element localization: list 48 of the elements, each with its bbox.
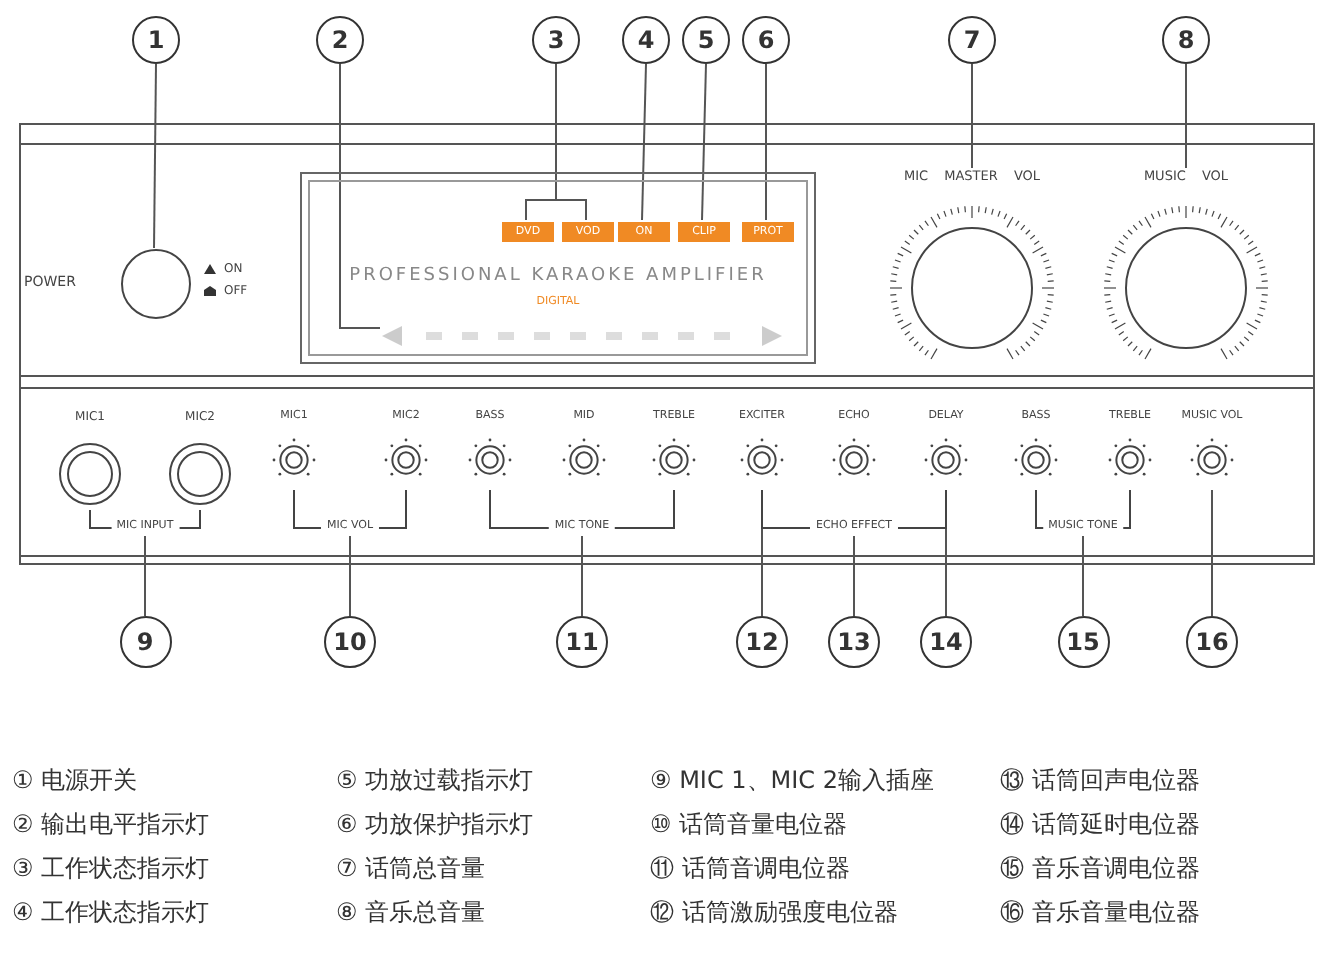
callout-key-item: ⑮ 音乐音调电位器	[1000, 852, 1200, 886]
leader-line	[555, 63, 587, 221]
callout-key-item: ⑦ 话筒总音量	[336, 852, 486, 886]
callout-key-item: ③ 工作状态指示灯	[12, 852, 210, 886]
leader-line	[581, 535, 583, 617]
leader-line	[1082, 535, 1084, 617]
callout-number: 7	[948, 16, 996, 64]
callout-key-item: ⑩ 话筒音量电位器	[650, 808, 848, 842]
callout-key-item: ④ 工作状态指示灯	[12, 896, 210, 930]
callout-key-item: ⑥ 功放保护指示灯	[336, 808, 534, 842]
callout-number: 5	[682, 16, 730, 64]
callout-key-item: ⑫ 话筒激励强度电位器	[650, 896, 898, 930]
leader-line	[765, 63, 767, 221]
callout-number: 14	[920, 616, 972, 668]
callout-number: 6	[742, 16, 790, 64]
callout-key-item: ⑭ 话筒延时电位器	[1000, 808, 1200, 842]
leader-line	[339, 63, 381, 329]
callout-key-item: ① 电源开关	[12, 764, 138, 798]
leader-line	[144, 535, 146, 617]
callout-number: 13	[828, 616, 880, 668]
display-text: PROFESSIONAL KARAOKE AMPLIFIER	[347, 266, 769, 286]
display-window	[300, 172, 816, 364]
callout-key-item: ⑯ 音乐音量电位器	[1000, 896, 1200, 930]
callout-number: 10	[324, 616, 376, 668]
callout-key-item: ⑤ 功放过载指示灯	[336, 764, 534, 798]
leader-line	[641, 63, 647, 221]
callout-number: 16	[1186, 616, 1238, 668]
callout-number: 4	[622, 16, 670, 64]
callout-key-item: ② 输出电平指示灯	[12, 808, 210, 842]
leader-line	[153, 63, 157, 249]
callout-key-item: ⑬ 话筒回声电位器	[1000, 764, 1200, 798]
leader-line	[1211, 489, 1213, 617]
leader-line	[971, 63, 973, 169]
callout-key-item: ⑨ MIC 1、MIC 2输入插座	[650, 764, 935, 798]
callout-number: 1	[132, 16, 180, 64]
leader-line	[701, 63, 707, 221]
callout-key-item: ⑪ 话筒音调电位器	[650, 852, 850, 886]
callout-key-item: ⑧ 音乐总音量	[336, 896, 486, 930]
leader-line	[853, 535, 855, 617]
callout-number: 11	[556, 616, 608, 668]
callout-number: 12	[736, 616, 788, 668]
callout-number: 9	[119, 616, 171, 668]
leader-line	[1185, 63, 1187, 169]
callout-number: 2	[316, 16, 364, 64]
callout-number: 15	[1057, 616, 1109, 668]
leader-line	[349, 535, 351, 617]
callout-number: 8	[1162, 16, 1210, 64]
callout-number: 3	[532, 16, 580, 64]
